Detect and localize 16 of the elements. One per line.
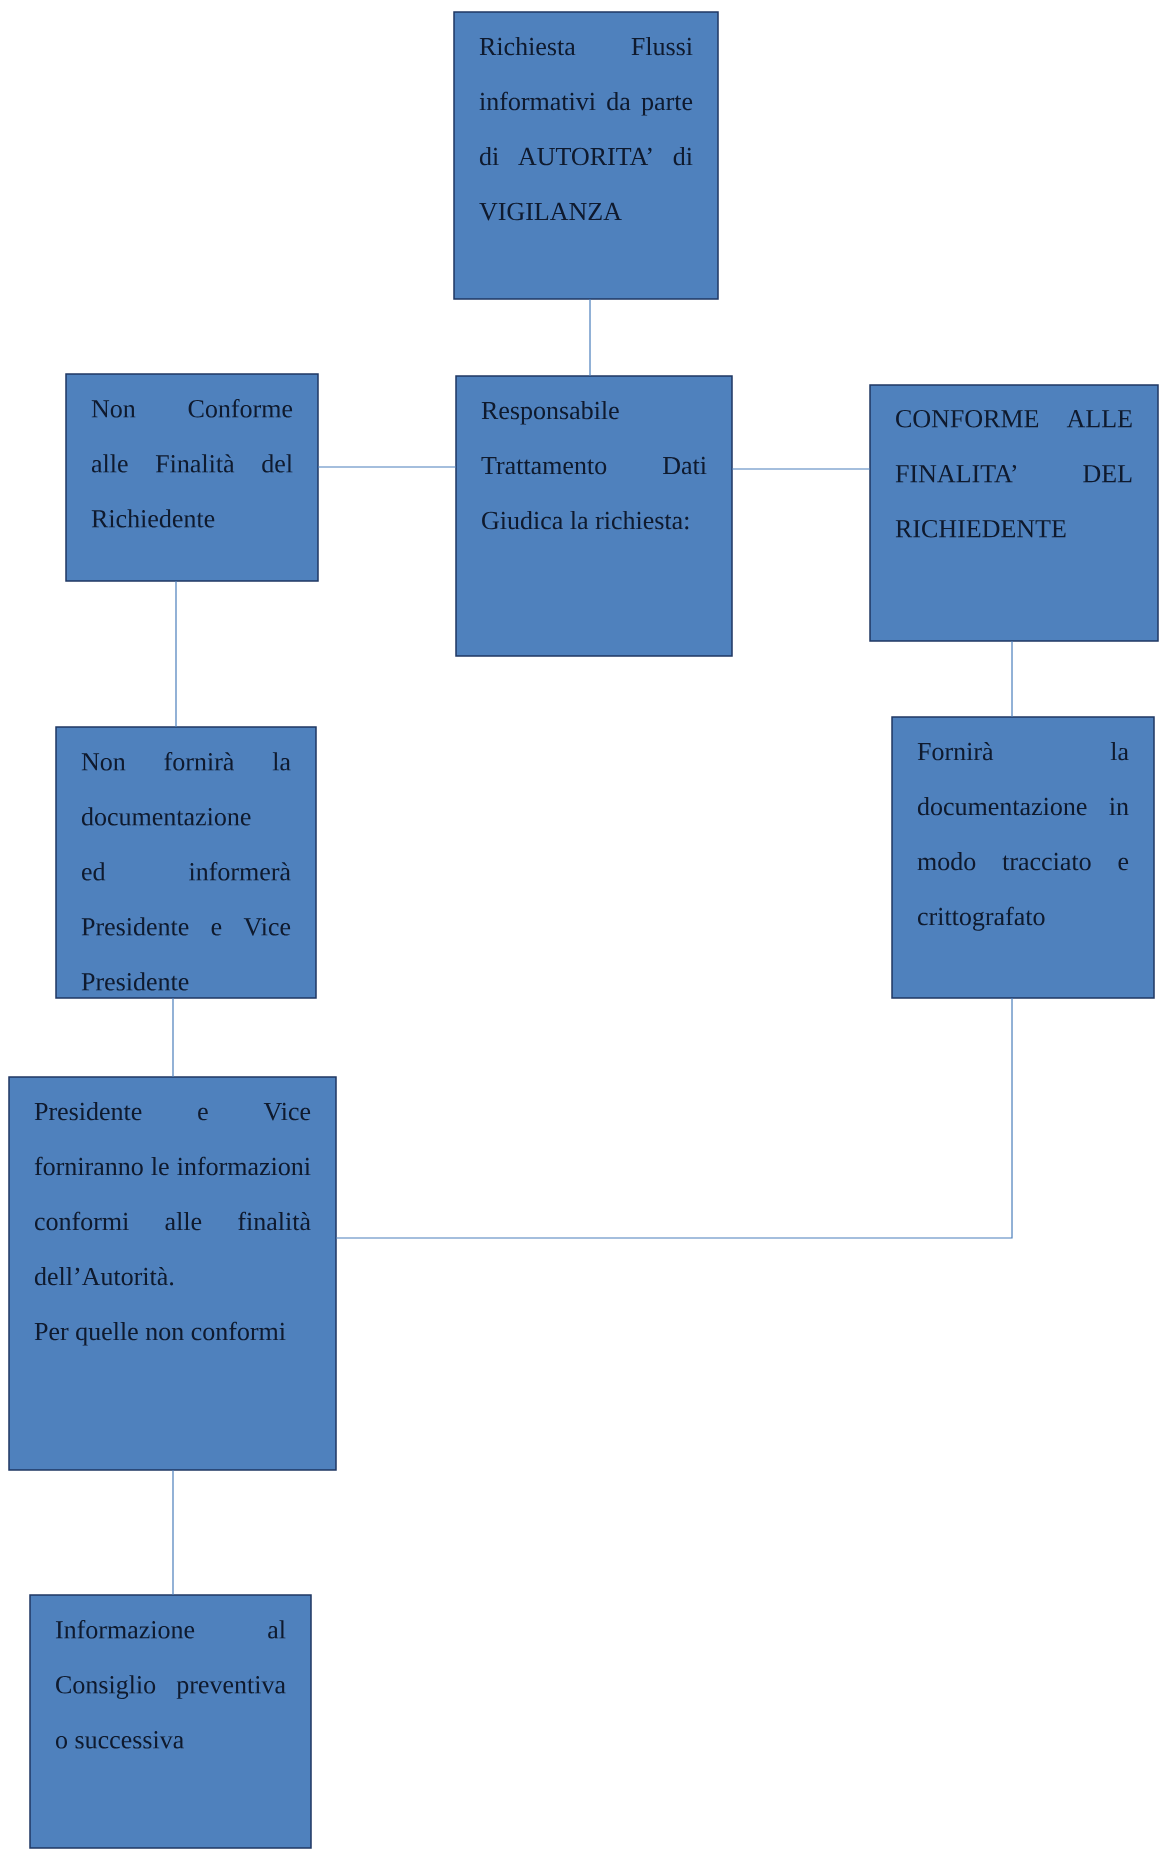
connector-line: [1011, 640, 1013, 718]
connector-line: [172, 997, 174, 1078]
process-box: CONFORME ALLE FINALITA’ DEL RICHIEDENTE: [869, 384, 1159, 642]
connector-line: [172, 1469, 174, 1596]
process-box: Informazione al Consiglio preventiva o successiva: [29, 1594, 312, 1849]
process-box: Non fornirà la documentazione ed informerà Presidente e Vice Presidente: [55, 726, 317, 999]
connector-line: [317, 466, 457, 468]
connector-line: [589, 298, 591, 377]
process-box: Non Conforme alle Finalità del Richiedente: [65, 373, 319, 582]
process-box: Fornirà la documentazione in modo tracciato e crittografato: [891, 716, 1155, 999]
process-box: Responsabile Trattamento Dati Giudica la richiesta:: [455, 375, 733, 657]
connector-line: [175, 580, 177, 728]
process-box: Presidente e Vice forniranno le informazioni conformi alle finalità dell’Autorità. Per quelle non conformi: [8, 1076, 337, 1471]
connector-line: [731, 468, 871, 470]
process-box: Richiesta Flussi informativi da parte di AUTORITA’ di VIGILANZA: [453, 11, 719, 300]
connector-line: [335, 997, 1013, 1239]
